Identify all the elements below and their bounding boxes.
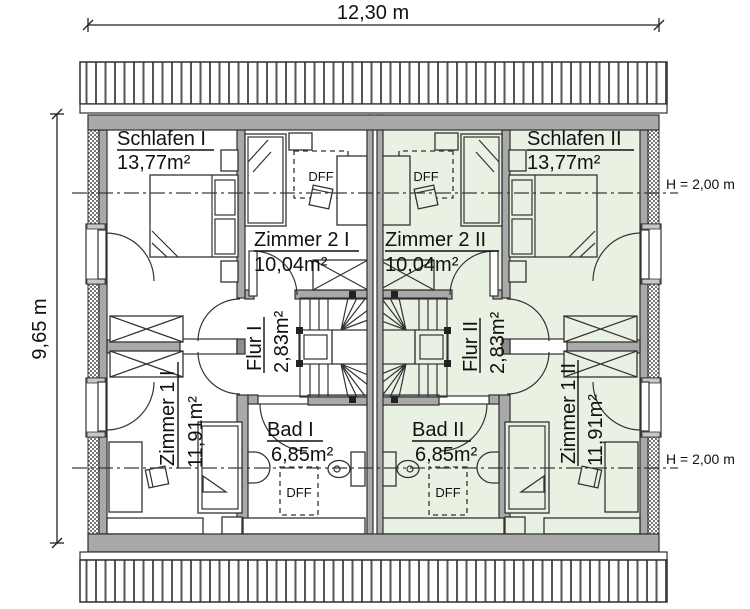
room-area-flur-1: 2,83m² — [271, 310, 293, 373]
room-area-schlafen-1: 13,77m² — [117, 152, 191, 174]
room-label-zimmer2-2: Zimmer 2 II — [385, 229, 486, 251]
room-area-bad-2: 6,85m² — [415, 444, 478, 466]
room-label-schlafen-2: Schlafen II — [527, 128, 622, 150]
dimension-line-width — [82, 18, 665, 32]
bottom-exterior-wall — [87, 533, 660, 553]
room-area-zimmer2-1: 10,04m² — [254, 254, 328, 276]
room-area-bad-1: 6,85m² — [271, 444, 334, 466]
skylight-label: DFF — [413, 169, 438, 184]
party-wall — [366, 114, 384, 535]
room-label-zimmer2-1: Zimmer 2 I — [254, 229, 350, 251]
room-label-zimmer1-1: Zimmer 1 I — [157, 370, 179, 466]
depth-dimension-label: 9,65 m — [29, 298, 51, 359]
skylight-label: DFF — [286, 485, 311, 500]
top-exterior-wall — [87, 114, 660, 131]
room-label-bad-1: Bad I — [267, 419, 314, 441]
width-dimension-label: 12,30 m — [337, 2, 409, 24]
room-area-schlafen-2: 13,77m² — [527, 152, 601, 174]
roof-eave-bottom — [79, 551, 668, 603]
room-area-zimmer1-1: 11,91m² — [185, 396, 207, 468]
dimension-line-depth — [50, 108, 64, 549]
skylight-label: DFF — [435, 485, 460, 500]
skylight-label: DFF — [308, 169, 333, 184]
section-height-label-upper: H = 2,00 m — [666, 176, 735, 192]
room-label-zimmer1-2: Zimmer 1 II — [558, 363, 580, 464]
room-area-flur-2: 2,83m² — [487, 311, 509, 374]
room-area-zimmer1-2: 11,91m² — [585, 394, 607, 466]
room-label-bad-2: Bad II — [412, 419, 464, 441]
room-label-schlafen-1: Schlafen I — [117, 128, 206, 150]
room-area-zimmer2-2: 10,04m² — [385, 254, 459, 276]
room-label-flur-2: Flur II — [460, 321, 482, 372]
roof-eave-top — [79, 61, 668, 114]
room-label-flur-1: Flur I — [244, 325, 266, 371]
section-height-label-lower: H = 2,00 m — [666, 451, 735, 467]
